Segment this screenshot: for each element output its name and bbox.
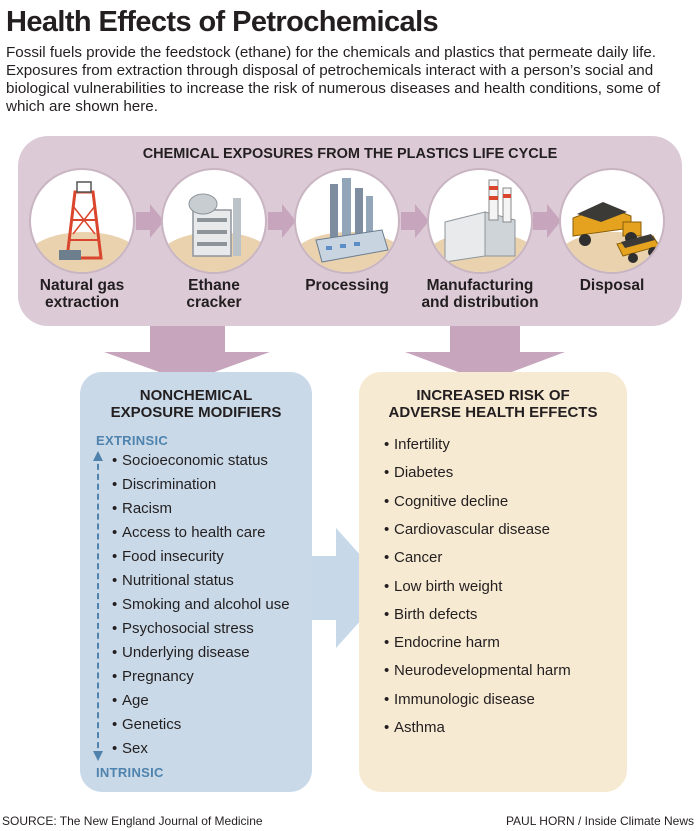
list-item-text: Pregnancy: [122, 668, 194, 685]
list-item-text: Genetics: [122, 716, 182, 733]
list-item-text: Cancer: [394, 549, 443, 567]
list-item: •Age: [112, 692, 149, 709]
list-item-text: Smoking and alcohol use: [122, 596, 290, 613]
stage-label-1-line1: Natural gas: [39, 277, 125, 294]
list-item-text: Discrimination: [122, 476, 217, 493]
lifecycle-arrow-3: [401, 204, 429, 238]
lifecycle-arrow-2: [268, 204, 296, 238]
extrinsic-label: EXTRINSIC: [96, 433, 169, 448]
effects-heading: INCREASED RISK OF ADVERSE HEALTH EFFECTS: [359, 387, 627, 421]
list-item: •Cognitive decline: [384, 492, 509, 510]
effects-heading-line2: ADVERSE HEALTH EFFECTS: [388, 404, 598, 421]
list-item: •Birth defects: [384, 605, 478, 623]
list-item-text: Asthma: [394, 719, 445, 736]
list-item: •Cancer: [384, 549, 443, 567]
stage-circle-3: [294, 168, 400, 274]
list-item-text: Infertility: [394, 436, 450, 453]
list-item: •Racism: [112, 500, 173, 517]
stage-label-4-line1: Manufacturing: [426, 277, 534, 294]
list-item-text: Cardiovascular disease: [394, 520, 550, 538]
list-item-text: Diabetes: [394, 464, 454, 482]
list-item-text: Socioeconomic status: [122, 452, 268, 469]
lifecycle-heading: CHEMICAL EXPOSURES FROM THE PLASTICS LIF…: [142, 146, 558, 162]
gas-rig-icon: [31, 181, 133, 272]
list-item-text: Neurodevelopmental harm: [394, 662, 571, 680]
stage-label-1: Natural gas extraction: [12, 277, 152, 311]
list-item-text: Psychosocial stress: [122, 620, 254, 637]
list-item-text: Endocrine harm: [394, 634, 500, 652]
lifecycle-arrow-4: [533, 204, 561, 238]
list-item-text: Immunologic disease: [394, 690, 535, 708]
list-item: •Genetics: [112, 716, 182, 733]
stage-label-3: Processing: [277, 277, 417, 294]
list-item-text: Access to health care: [122, 524, 266, 541]
list-item: •Underlying disease: [112, 644, 250, 661]
modifiers-heading: NONCHEMICAL EXPOSURE MODIFIERS: [80, 387, 312, 421]
list-item: •Psychosocial stress: [112, 620, 254, 637]
stage-label-2: Ethane cracker: [144, 277, 284, 311]
stage-label-1-line2: extraction: [44, 294, 120, 311]
page-title: Health Effects of Petrochemicals: [6, 6, 439, 38]
list-item: •Neurodevelopmental harm: [384, 662, 571, 680]
list-item: •Cardiovascular disease: [384, 520, 550, 538]
list-item: •Smoking and alcohol use: [112, 596, 290, 613]
effects-heading-line1: INCREASED RISK OF: [416, 387, 570, 404]
author-credit: PAUL HORN / Inside Climate News: [505, 814, 694, 828]
list-item-text: Low birth weight: [394, 577, 503, 595]
list-item-text: Underlying disease: [122, 644, 250, 661]
list-item: •Discrimination: [112, 476, 217, 493]
list-item: •Asthma: [384, 719, 445, 736]
stage-label-2-line2: cracker: [186, 294, 242, 311]
lifecycle-arrow-1: [136, 204, 164, 238]
dump-truck-icon: [561, 202, 663, 272]
list-item: •Endocrine harm: [384, 634, 500, 652]
list-item: •Sex: [112, 740, 148, 757]
stage-label-2-line1: Ethane: [188, 277, 240, 294]
stage-label-5: Disposal: [542, 277, 682, 294]
ethane-cracker-icon: [163, 193, 265, 272]
right-arrow-middle: [310, 528, 390, 648]
modifiers-heading-line1: NONCHEMICAL: [139, 387, 253, 404]
list-item: •Low birth weight: [384, 577, 503, 595]
list-item-text: Birth defects: [394, 605, 478, 623]
list-item-text: Sex: [122, 740, 148, 757]
down-arrow-right: [405, 322, 565, 382]
list-item: •Immunologic disease: [384, 690, 535, 708]
modifiers-heading-line2: EXPOSURE MODIFIERS: [110, 404, 282, 421]
stage-label-5-line1: Disposal: [579, 277, 645, 294]
stage-label-4: Manufacturing and distribution: [410, 277, 550, 311]
stage-label-3-line1: Processing: [305, 277, 389, 294]
list-item: •Food insecurity: [112, 548, 224, 565]
list-item: •Socioeconomic status: [112, 452, 268, 469]
stage-circle-4: [427, 168, 533, 274]
arrow-down-icon: [93, 751, 103, 761]
intrinsic-label: INTRINSIC: [96, 765, 164, 780]
source-credit: SOURCE: The New England Journal of Medic…: [2, 814, 263, 828]
list-item: •Nutritional status: [112, 572, 234, 589]
processing-plant-icon: [296, 178, 398, 272]
list-item-text: Cognitive decline: [394, 492, 509, 510]
stage-circle-2: [161, 168, 267, 274]
list-item-text: Nutritional status: [122, 572, 234, 589]
extrinsic-intrinsic-scale: [97, 454, 99, 758]
factory-icon: [429, 179, 531, 272]
modifiers-panel: [80, 372, 312, 792]
list-item-text: Age: [122, 692, 149, 709]
list-item: •Access to health care: [112, 524, 266, 541]
list-item-text: Food insecurity: [122, 548, 224, 565]
list-item: •Infertility: [384, 436, 450, 453]
stage-circle-5: [559, 168, 665, 274]
list-item-text: Racism: [122, 500, 173, 517]
intro-text: Fossil fuels provide the feedstock (etha…: [6, 44, 661, 115]
stage-circle-1: [29, 168, 135, 274]
effects-panel: [359, 372, 627, 792]
stage-label-4-line2: and distribution: [421, 294, 539, 311]
list-item: •Pregnancy: [112, 668, 194, 685]
arrow-up-icon: [93, 451, 103, 461]
down-arrow-left: [104, 322, 270, 382]
list-item: •Diabetes: [384, 464, 454, 482]
